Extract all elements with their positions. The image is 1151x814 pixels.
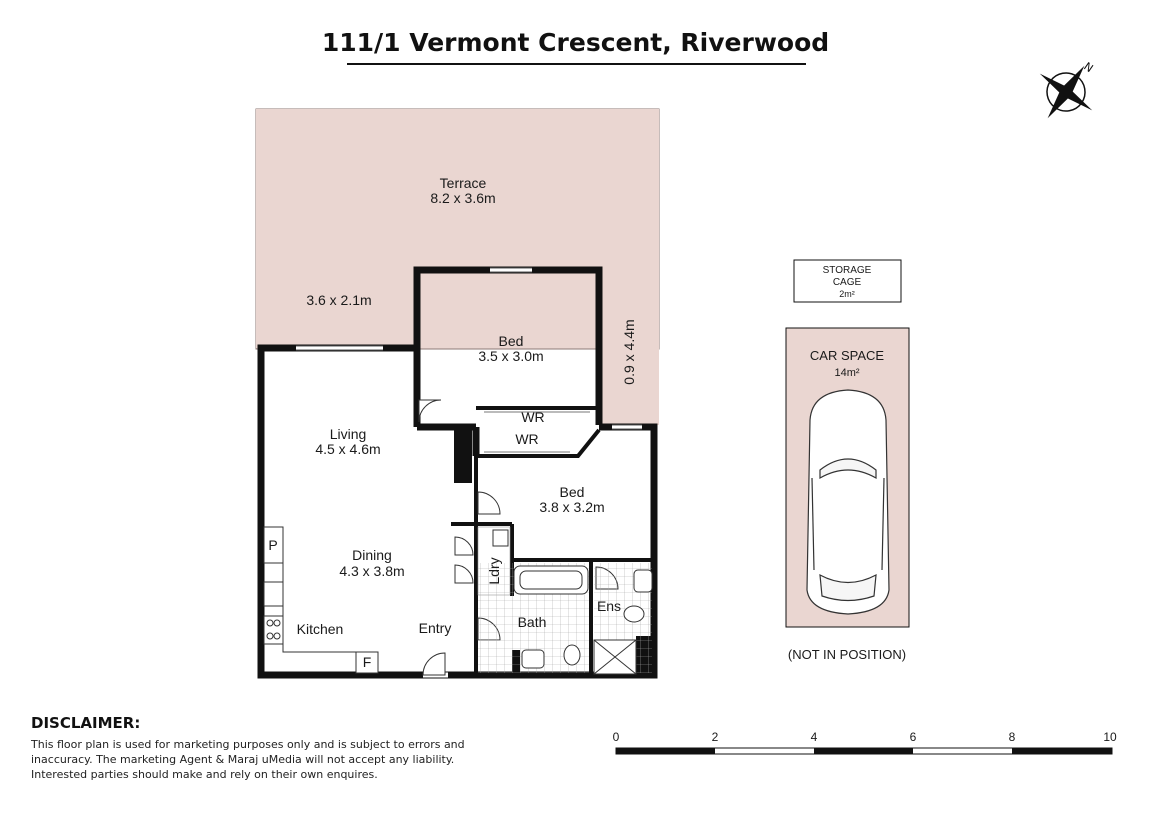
- interior-walls: [451, 406, 654, 675]
- wardrobe-lines: [484, 411, 590, 453]
- bed2-label: Bed: [560, 484, 585, 500]
- ensuite-basin-icon: [633, 569, 653, 593]
- storage-line1: STORAGE: [823, 265, 872, 276]
- laundry-tub-icon: [492, 529, 509, 547]
- scale-label-4: 4: [811, 730, 818, 744]
- scale-label-0: 0: [613, 730, 620, 744]
- dining-dims: 4.3 x 3.8m: [339, 563, 404, 579]
- bath-toilet-icon: [563, 644, 581, 666]
- north-arrow-icon: [1039, 65, 1093, 119]
- page-title: 111/1 Vermont Crescent, Riverwood: [321, 28, 830, 57]
- terrace-dims: 8.2 x 3.6m: [430, 190, 495, 206]
- storage-area: 2m²: [839, 289, 855, 299]
- wall-column: [454, 427, 472, 483]
- kitchen-fixtures: [263, 526, 379, 674]
- terrace-label: Terrace: [440, 175, 487, 191]
- disclaimer-heading: DISCLAIMER:: [31, 714, 141, 732]
- car-space-note: (NOT IN POSITION): [788, 647, 906, 662]
- title-underline: [347, 63, 806, 65]
- wr1-label: WR: [521, 409, 544, 425]
- storage-line2: CAGE: [833, 277, 862, 288]
- wr2-label: WR: [515, 431, 538, 447]
- pantry-label: P: [268, 537, 277, 553]
- scale-labels: 0 2 4 6 8 10: [613, 730, 1117, 744]
- storage-cage-box: [793, 259, 902, 303]
- scale-label-10: 10: [1103, 730, 1117, 744]
- bed2-dims: 3.8 x 3.2m: [539, 499, 604, 515]
- entry-label: Entry: [419, 620, 452, 636]
- terrace-small-dims: 3.6 x 2.1m: [306, 292, 371, 308]
- car-icon: [806, 389, 890, 615]
- kitchen-label: Kitchen: [297, 621, 344, 637]
- scale-bar: [615, 747, 1113, 755]
- car-space-area: 14m²: [834, 367, 859, 379]
- ensuite-toilet-icon: [623, 605, 645, 623]
- bath-basin-icon: [521, 649, 545, 669]
- side-strip-dims: 0.9 x 4.4m: [621, 319, 637, 384]
- bed1-label: Bed: [499, 333, 524, 349]
- scale-label-2: 2: [712, 730, 719, 744]
- living-dims: 4.5 x 4.6m: [315, 441, 380, 457]
- fridge-label: F: [363, 654, 372, 670]
- shower-icon: [593, 639, 637, 675]
- compass-label: N: [1081, 60, 1095, 75]
- scale-label-8: 8: [1009, 730, 1016, 744]
- cooktop-icon: [263, 615, 284, 645]
- scale-label-6: 6: [910, 730, 917, 744]
- window-lines: [296, 267, 642, 430]
- laundry-label: Ldry: [486, 557, 502, 584]
- kitchen-sink-icon: [263, 581, 284, 607]
- car-space-label: CAR SPACE: [810, 348, 884, 363]
- ensuite-label: Ens: [597, 598, 621, 614]
- bed1-dims: 3.5 x 3.0m: [478, 348, 543, 364]
- dining-label: Dining: [352, 547, 392, 563]
- disclaimer-text: This floor plan is used for marketing pu…: [31, 738, 465, 781]
- bath-label: Bath: [518, 614, 547, 630]
- living-label: Living: [330, 426, 367, 442]
